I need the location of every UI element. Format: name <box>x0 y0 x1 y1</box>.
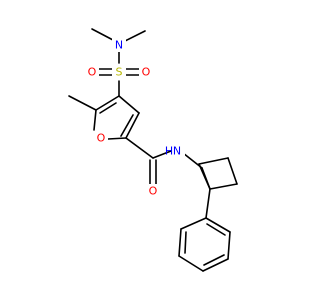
bond-c3-c4-inner <box>99 102 117 114</box>
molecule-canvas: N S O O O O N H <box>68 28 238 272</box>
bond-cq-ph1 <box>205 188 211 219</box>
molecule-structure: N S O O O O N H <box>68 28 238 272</box>
bond-ph1-ph2 <box>180 217 207 230</box>
bond-cq-cb1 <box>198 163 211 190</box>
bond-camide-n <box>152 150 172 159</box>
atom-labels: N S O O O O N H <box>85 38 185 198</box>
atom-label-oamide: O <box>149 185 158 198</box>
bonds <box>68 28 238 272</box>
bond-c1-ofur <box>107 137 127 140</box>
bond-me1-n <box>91 28 114 41</box>
bond-ph4-ph5-inner <box>203 254 225 266</box>
atom-label-s1: S <box>116 66 123 79</box>
bond-cb2-cb3 <box>227 157 238 185</box>
bond-ph6-ph1-inner <box>206 223 226 236</box>
bond-ph5-ph6 <box>227 231 231 260</box>
bond-c1-camide <box>125 137 154 159</box>
atom-label-n1: N <box>115 39 123 52</box>
bond-c4-methyl <box>68 95 97 111</box>
bond-ph2-ph3 <box>178 228 182 257</box>
bond-cb1-cb2 <box>198 157 229 165</box>
bond-ph2-ph3-inner <box>184 231 187 254</box>
bond-c3-c4 <box>95 95 120 111</box>
atom-label-ofuran: O <box>97 132 106 145</box>
bond-ph4-ph5 <box>202 258 229 272</box>
atom-label-o2: O <box>142 66 151 79</box>
atom-label-o1: O <box>88 66 97 79</box>
bond-ph6-ph1 <box>205 217 231 233</box>
atom-label-namide: N <box>173 145 181 158</box>
bond-c2-c1-inner <box>120 114 134 137</box>
bond-c2-c1 <box>125 112 140 139</box>
bond-ph3-ph4 <box>178 255 204 272</box>
bond-c3-c2 <box>118 95 140 114</box>
atom-label-hn: H <box>165 145 173 158</box>
bond-ofur-c4 <box>93 109 97 131</box>
bond-me2-n <box>124 30 146 42</box>
bond-cb3-cq <box>209 183 238 190</box>
